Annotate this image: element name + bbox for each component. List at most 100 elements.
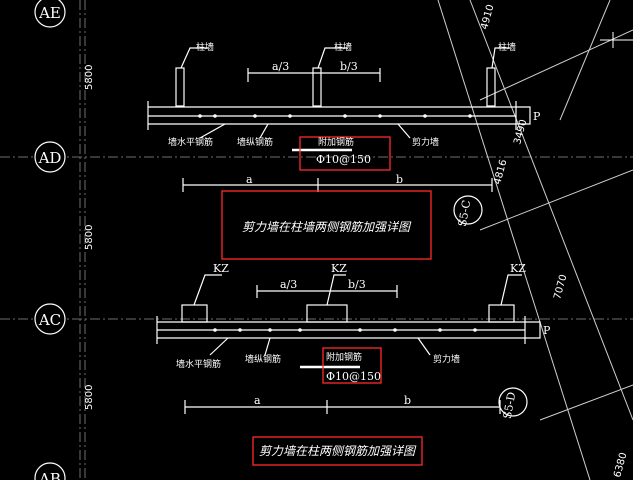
p-bracket [516,106,531,125]
axis-label-ae: AE [38,4,61,22]
rebar-dot [298,328,302,332]
dim-b3-label: b/3 [340,60,358,73]
pillar-label-right: 柱墙 [498,41,516,53]
rebar-dot [438,328,442,332]
dim-a-label: a [246,173,253,186]
rebar-dot [288,114,292,118]
vertical-bar-label: 墙纵钢筋 [237,136,273,148]
pillar-left-shape [175,67,185,107]
added-bar-label: 附加钢筋 [326,351,362,363]
rebar-dot [213,328,217,332]
pillar-label-mid: 柱墙 [334,41,352,53]
diagonal-line [559,0,611,121]
axis-label-ad: AD [38,149,62,167]
leader-line [326,274,346,306]
dim-b-label: b [404,394,411,407]
added-bar-label: 附加钢筋 [318,136,354,148]
rebar-dot [393,328,397,332]
pillar-mid-shape [312,67,322,107]
dim-right-top: 4910 [479,3,496,30]
highlight-box-title [252,436,423,466]
top-detail: 柱墙 柱墙 柱墙 墙水平钢筋 墙纵钢筋 附加钢筋 剪力墙 a/3 b/3 a b… [147,41,541,260]
horizontal-bar-label: 墙水平钢筋 [168,136,213,148]
highlight-box-spec [322,347,382,384]
rebar-dot [473,328,477,332]
diagonal-lines [437,0,633,480]
leader-line [491,47,510,69]
rebar-dot [268,328,272,332]
added-bar-spec: Φ10@150 [326,370,381,383]
rebar-dot [423,114,427,118]
leader-line [264,337,271,356]
p-bracket [525,321,541,339]
pillar-label-left: 柱墙 [196,41,214,53]
vertical-bar-label: 墙纵钢筋 [245,353,281,365]
rebar-dot [358,328,362,332]
leader-line [500,274,522,306]
bottom-detail-title: 剪力墙在柱两侧钢筋加强详图 [259,444,417,458]
dim-left-2: 5800 [84,225,95,250]
leader-line [193,274,222,306]
axis-bubbles [34,0,66,480]
axis-bubble-ae [34,0,66,28]
added-bar-spec: Φ10@150 [316,153,371,166]
leader-line [397,123,411,139]
section-mark-top: S5-C [456,199,473,228]
dim-right-6380: 6380 [612,451,629,478]
dim-b3-label: b/3 [348,278,366,291]
diagonal-line [469,0,633,421]
dim-left-1: 5800 [84,65,95,90]
leader-line [317,47,348,69]
p-label: P [543,324,551,337]
rebar-dot [468,114,472,118]
section-mark-top-circle [453,195,483,225]
section-mark-bottom: S5-D [501,391,519,420]
top-detail-title: 剪力墙在柱墙两侧钢筋加强详图 [242,220,412,234]
section-mark-bottom-circle [498,387,528,417]
axis-label-ab: AB [38,470,61,480]
dim-right-3490: 3490 [512,118,529,145]
diagonal-line [479,169,633,231]
bottom-detail: 墙水平钢筋 墙纵钢筋 附加钢筋 剪力墙 KZ KZ KZ a/3 b/3 a b… [156,262,551,466]
dim-right-mid: 4816 [492,158,509,185]
p-label: P [533,110,541,123]
kz-label-right: KZ [510,262,526,275]
diagonal-line [539,384,633,421]
shear-wall-label: 剪力墙 [412,136,439,148]
leader-line [199,123,226,139]
rebar-dot [238,328,242,332]
highlight-box-spec [299,136,391,171]
axis-bubble-ad [34,141,66,173]
diagonal-line [479,29,633,101]
pillar-right-shape [486,67,496,107]
leader-line [209,337,229,356]
diagonal-line [437,0,591,480]
rebar-dot [378,114,382,118]
leader-line [259,123,269,139]
rebar-dots [213,328,477,332]
rebar-dot [198,114,202,118]
leader-line [180,47,208,69]
axis-bubble-ab [34,462,66,480]
kz-label-mid: KZ [331,262,347,275]
dim-a-label: a [254,394,261,407]
rebar-dot [213,114,217,118]
rebar-dots [198,114,472,118]
kz-label-left: KZ [213,262,229,275]
rebar-dot [343,114,347,118]
rebar-dot [253,114,257,118]
leader-line [417,337,431,356]
axis-label-ac: AC [38,311,61,329]
dim-right-7070: 7070 [552,273,569,300]
dim-b-label: b [396,173,403,186]
dim-a3-label: a/3 [280,278,297,291]
axis-bubble-ac [34,303,66,335]
horizontal-bar-label: 墙水平钢筋 [176,358,221,370]
dim-a3-label: a/3 [272,60,289,73]
highlight-box-title [221,190,432,260]
shear-wall-label: 剪力墙 [433,353,460,365]
dim-left-3: 5800 [84,385,95,410]
